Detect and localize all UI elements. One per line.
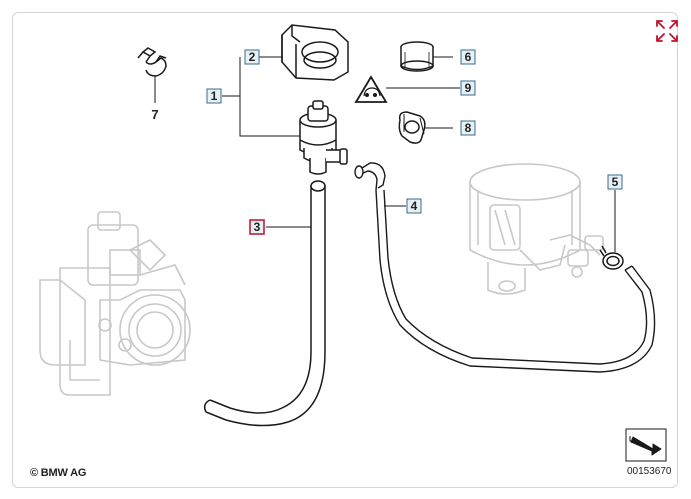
leader-lines [154, 56, 616, 252]
clip-part-7 [137, 47, 167, 77]
callout-7-label: 7 [151, 107, 158, 122]
callout-5[interactable]: 5 [607, 174, 623, 190]
next-page-arrow-icon[interactable] [625, 428, 667, 462]
catalog-number: 00153670 [627, 466, 672, 477]
expand-icon[interactable] [656, 20, 678, 42]
cap-part-6 [400, 41, 434, 72]
callout-3-label: 3 [254, 220, 261, 234]
callout-2[interactable]: 2 [244, 49, 260, 65]
callout-8[interactable]: 8 [460, 120, 476, 136]
callout-2-label: 2 [249, 50, 256, 64]
callout-1[interactable]: 1 [206, 88, 222, 104]
clip-part-8 [398, 111, 426, 144]
callout-6[interactable]: 6 [460, 49, 476, 65]
diagram-frame [12, 12, 678, 488]
purge-valve-part-1 [299, 100, 348, 175]
carbon-canister-ghost [469, 163, 604, 295]
hose-part-3 [203, 180, 326, 427]
callout-5-label: 5 [612, 175, 619, 189]
copyright-text: © BMW AG [30, 467, 87, 479]
callout-1-label: 1 [211, 89, 218, 103]
callout-9[interactable]: 9 [460, 80, 476, 96]
callout-9-label: 9 [465, 81, 472, 95]
hose-part-4 [354, 162, 656, 373]
warning-label-part-9 [354, 75, 388, 103]
throttle-body-ghost [39, 211, 191, 396]
clamp-part-5 [599, 245, 624, 270]
callout-6-label: 6 [465, 50, 472, 64]
callout-8-label: 8 [465, 121, 472, 135]
callout-3[interactable]: 3 [249, 219, 265, 235]
callout-4-label: 4 [411, 199, 418, 213]
callout-7[interactable]: 7 [151, 107, 158, 122]
bracket-part-2 [281, 24, 349, 81]
callout-4[interactable]: 4 [406, 198, 422, 214]
